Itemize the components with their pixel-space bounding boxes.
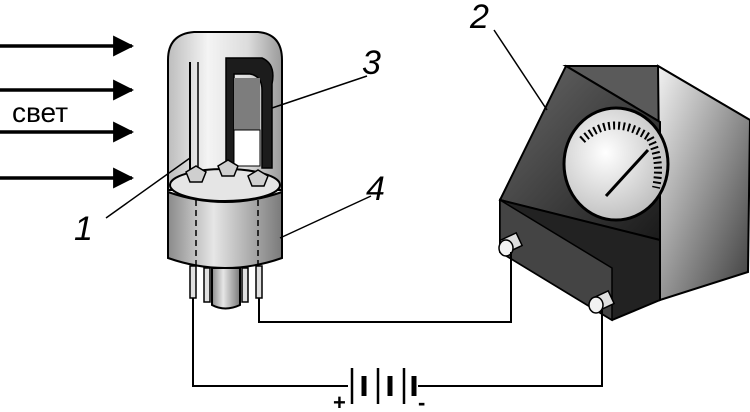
label-cathode: 1	[74, 210, 93, 248]
leader-lines	[105, 29, 548, 239]
dial-needle	[604, 148, 650, 198]
meter-side	[656, 64, 750, 302]
ammeter-icon	[498, 64, 750, 322]
label-base: 4	[366, 170, 385, 208]
pin	[189, 265, 197, 299]
dial-scale	[579, 121, 653, 144]
battery-minus-label: -	[418, 390, 425, 412]
pin	[241, 267, 249, 303]
battery-icon	[350, 368, 417, 404]
label-anode: 3	[362, 44, 381, 82]
terminal	[588, 289, 616, 314]
terminal	[498, 231, 524, 257]
pin	[255, 265, 263, 299]
anode	[225, 57, 274, 169]
label-meter: 2	[469, 0, 489, 36]
vacuum-phototube-icon	[167, 31, 283, 310]
battery-plus-label: +	[333, 390, 346, 412]
tube-base	[167, 190, 283, 269]
pin	[203, 267, 211, 303]
dial-face	[562, 106, 670, 222]
light-label: свет	[12, 97, 68, 128]
light-arrows	[0, 35, 135, 189]
circuit-wires	[192, 252, 603, 387]
